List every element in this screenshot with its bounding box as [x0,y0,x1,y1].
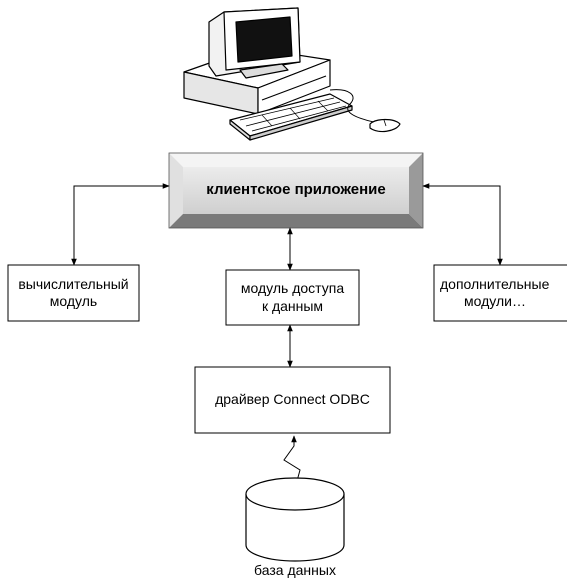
compute-module-line2: модуль [49,293,98,309]
access-module-line2: к данным [261,297,324,314]
database-label: база данных [254,562,336,579]
extra-modules-line2: модули… [464,293,526,309]
connector-odbc-database [283,435,301,493]
connector-client-extra [422,183,503,266]
odbc-driver-label: драйвер Connect ODBC [215,391,370,408]
extra-modules-label: дополнительные модули… [434,265,567,321]
odbc-driver-box [194,366,391,434]
compute-module-box [7,264,140,322]
computer-icon [183,7,401,141]
extra-modules-box [433,264,567,322]
access-module-box [225,269,360,326]
client-app-label: клиентское приложение [206,181,386,199]
connector-client-compute [71,183,170,266]
database-icon [245,477,345,562]
extra-modules-line1: дополнительные [440,275,550,292]
access-module-line1: модуль доступа [240,280,345,296]
compute-module-label: вычислительный модуль [8,265,139,321]
client-app-box [168,152,424,229]
access-module-label: модуль доступа к данным [226,270,359,325]
compute-module-line1: вычислительный [18,275,129,292]
